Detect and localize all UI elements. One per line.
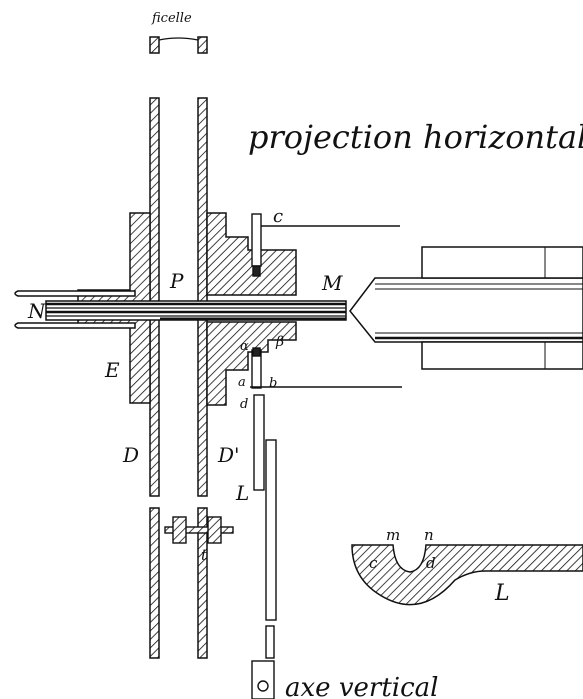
label-detail-l: L: [494, 581, 510, 606]
plate-d-right: [197, 36, 208, 659]
label-d-left: D: [122, 443, 139, 467]
lever-assembly: [250, 213, 402, 699]
label-detail-d: d: [426, 554, 436, 572]
label-d-small: d: [240, 397, 248, 412]
page-title: projection horizontale: [248, 118, 583, 156]
tube: [349, 246, 583, 370]
label-detail-n: n: [424, 526, 434, 544]
label-a: a: [238, 375, 246, 390]
label-d-right: D': [217, 443, 240, 467]
label-alpha: α: [240, 339, 249, 354]
label-detail-m: m: [386, 526, 400, 544]
label-beta: β: [275, 334, 284, 350]
label-e: E: [104, 358, 120, 382]
nut-t: [164, 516, 234, 544]
label-t: t: [201, 546, 208, 564]
label-l-main: L: [235, 481, 249, 505]
ficelle-string: [158, 37, 199, 41]
plate-d-left: [149, 36, 160, 659]
label-detail-c: c: [369, 554, 378, 572]
detail-lever-view: [351, 544, 583, 606]
label-p: P: [169, 269, 184, 293]
label-m: M: [321, 271, 343, 295]
label-n: N: [27, 299, 47, 323]
shaft-nm: [14, 290, 347, 329]
hub-right-lower: [206, 321, 297, 406]
label-axe-vertical: axe vertical: [285, 673, 438, 699]
label-c: c: [273, 206, 283, 227]
label-ficelle: ficelle: [151, 11, 192, 26]
label-b: b: [269, 376, 277, 391]
